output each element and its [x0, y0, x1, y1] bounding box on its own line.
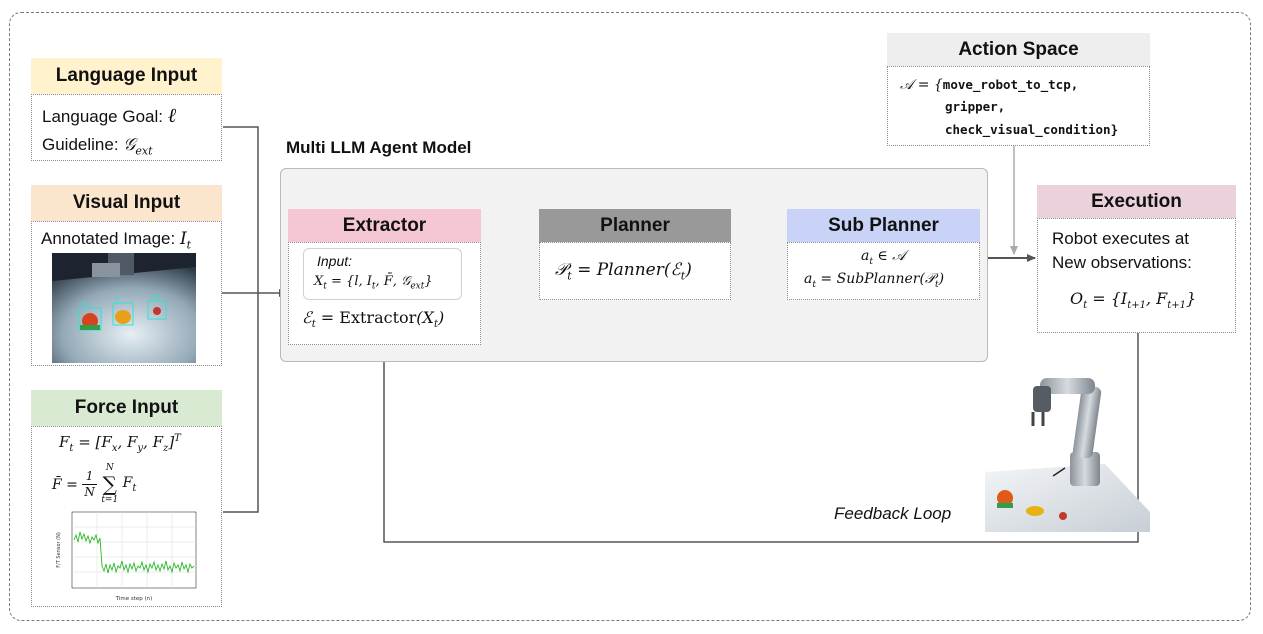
detection-box-11: 11	[78, 300, 102, 331]
planner-header: Planner	[539, 209, 731, 242]
guideline-symbol: 𝒢ext	[123, 135, 153, 158]
guideline-label: Guideline:	[42, 135, 119, 154]
extractor-input-formula: Xt = {l, It, F̄, 𝒢ext}	[314, 274, 433, 292]
detection-box-9: 9	[112, 295, 134, 326]
action-space-header: Action Space	[887, 33, 1150, 66]
marker-label: 9	[115, 295, 119, 303]
sub-planner-header: Sub Planner	[787, 209, 980, 242]
language-goal-row: Language Goal: ℓ	[42, 103, 176, 128]
marker-label: 16	[150, 293, 159, 301]
force-vector-formula: Ft = [Fx, Fy, Fz]T	[59, 433, 181, 454]
extractor-input-box: Input: Xt = {l, It, F̄, 𝒢ext}	[303, 248, 462, 300]
language-input-header: Language Input	[31, 58, 222, 94]
marker-label: 11	[81, 300, 90, 308]
language-input-box: Language Goal: ℓ Guideline: 𝒢ext	[31, 94, 222, 161]
sub-planner-formula-2: at = SubPlanner(𝒫t)	[804, 271, 945, 290]
feedback-loop-line	[380, 333, 1139, 543]
plot-x-label: Time step (n)	[115, 596, 153, 602]
sub-planner-formula-1: at ∈ 𝒜	[861, 248, 906, 267]
action-item: check_visual_condition}	[945, 122, 1119, 137]
extractor-box: Input: Xt = {l, It, F̄, 𝒢ext} ℰt = Extra…	[288, 242, 481, 345]
language-goal-symbol: ℓ	[167, 103, 177, 127]
execution-formula: Ot = {It+1, Ft+1}	[1070, 289, 1197, 312]
extractor-output-formula: ℰt = Extractor(Xt)	[302, 308, 445, 331]
extractor-input-label: Input:	[317, 253, 353, 269]
visual-input-box: Annotated Image: It 11 9 16	[31, 221, 222, 366]
planner-formula: 𝒫t = Planner(ℰt)	[555, 260, 692, 283]
robot-arm-image	[985, 378, 1150, 532]
guideline-row: Guideline: 𝒢ext	[42, 135, 153, 157]
action-item: gripper,	[945, 99, 1006, 114]
feedback-loop-label: Feedback Loop	[834, 504, 952, 523]
execution-header: Execution	[1037, 185, 1236, 218]
annotated-image-label: Annotated Image:	[41, 229, 176, 248]
force-sensor-plot: F/T Sensor (N) Time step (n)	[56, 511, 197, 602]
visual-input-header: Visual Input	[31, 185, 222, 221]
plot-y-label: F/T Sensor (N)	[56, 532, 62, 568]
annotated-image-row: Annotated Image: It	[41, 229, 191, 251]
action-item: move_robot_to_tcp,	[942, 77, 1079, 92]
extractor-header: Extractor	[288, 209, 481, 242]
annotated-scene-image: 11 9 16	[52, 253, 196, 363]
execution-line-1: Robot executes at	[1052, 229, 1190, 248]
model-title: Multi LLM Agent Model	[286, 138, 472, 157]
input-bracket-lines	[222, 126, 259, 513]
sub-planner-box: at ∈ 𝒜 at = SubPlanner(𝒫t)	[787, 242, 980, 300]
annotated-image-symbol: It	[179, 229, 192, 252]
action-space-prefix: 𝒜 = {	[900, 77, 943, 93]
language-goal-label: Language Goal:	[42, 107, 163, 126]
figure-frame	[9, 12, 1251, 621]
detection-box-16: 16	[147, 293, 167, 320]
execution-box: Robot executes at New observations: Ot =…	[1037, 218, 1236, 333]
action-line-1: 𝒜 = {move_robot_to_tcp,	[900, 74, 1078, 94]
action-space-box: 𝒜 = {move_robot_to_tcp, gripper, check_v…	[887, 66, 1150, 146]
force-input-header: Force Input	[31, 390, 222, 426]
execution-line-2: New observations:	[1052, 253, 1192, 272]
planner-box: 𝒫t = Planner(ℰt)	[539, 242, 731, 300]
